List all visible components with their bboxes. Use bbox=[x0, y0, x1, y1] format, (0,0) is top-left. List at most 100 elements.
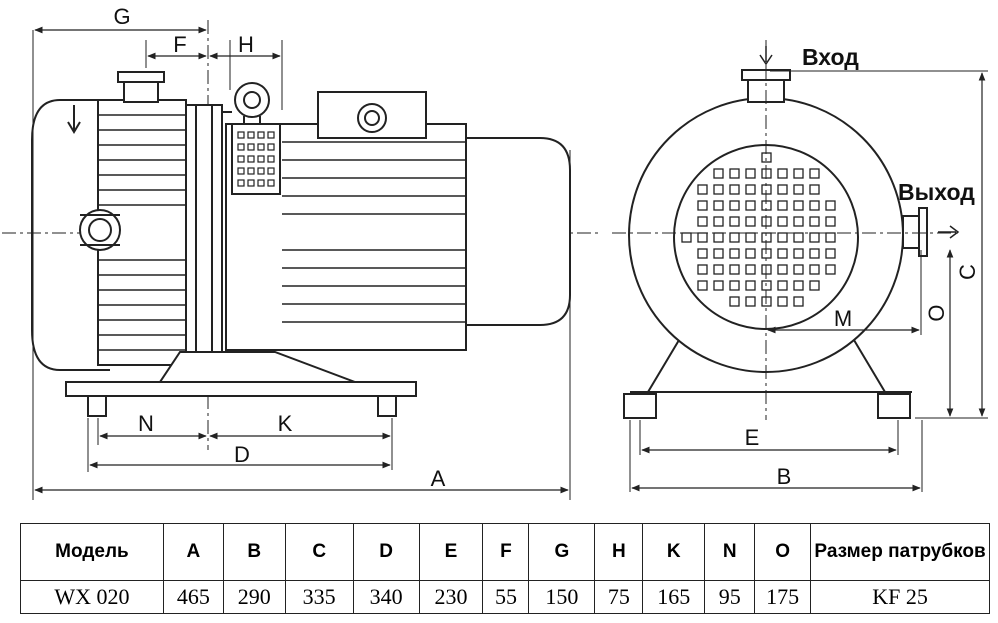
label-d: D bbox=[234, 442, 250, 467]
label-a: A bbox=[431, 466, 446, 491]
grill-hole bbox=[777, 248, 788, 259]
outlet-flange-front bbox=[902, 215, 920, 249]
grill-hole bbox=[745, 184, 756, 195]
grill-hole bbox=[697, 264, 708, 275]
header-port-size: Размер патрубков bbox=[810, 523, 990, 581]
grill-hole bbox=[697, 184, 708, 195]
side-port bbox=[79, 209, 121, 251]
housing-fins bbox=[98, 114, 186, 351]
side-view bbox=[2, 20, 600, 500]
grill-hole bbox=[697, 232, 708, 243]
front-foot-right bbox=[877, 393, 911, 419]
front-view bbox=[612, 40, 988, 492]
pump-drawing: G F H N K D A bbox=[2, 4, 988, 500]
table-row: WX 020 465 290 335 340 230 55 150 75 165… bbox=[20, 580, 990, 614]
cell-model: WX 020 bbox=[20, 580, 164, 614]
cell-f: 55 bbox=[482, 580, 530, 614]
header-e: E bbox=[418, 523, 484, 581]
front-foot-left bbox=[623, 393, 657, 419]
fan-grill-grid bbox=[681, 152, 836, 307]
grill-hole bbox=[777, 280, 788, 291]
grill-hole bbox=[729, 200, 740, 211]
grill-hole bbox=[809, 280, 820, 291]
grill-hole bbox=[793, 200, 804, 211]
cell-n: 95 bbox=[704, 580, 756, 614]
grill-hole bbox=[809, 200, 820, 211]
lifting-eye bbox=[234, 82, 270, 118]
fan-cover bbox=[465, 137, 571, 326]
header-g: G bbox=[528, 523, 596, 581]
grill-hole bbox=[777, 184, 788, 195]
cell-c: 335 bbox=[284, 580, 354, 614]
grill-hole bbox=[793, 184, 804, 195]
grill-hole bbox=[729, 280, 740, 291]
header-d: D bbox=[352, 523, 420, 581]
terminal-panel bbox=[231, 123, 281, 195]
cell-a: 465 bbox=[162, 580, 224, 614]
header-f: F bbox=[482, 523, 530, 581]
grill-hole bbox=[793, 248, 804, 259]
grill-hole bbox=[697, 248, 708, 259]
grill-hole bbox=[697, 280, 708, 291]
grill-hole bbox=[729, 296, 740, 307]
grill-hole bbox=[825, 248, 836, 259]
grill-hole bbox=[713, 280, 724, 291]
grill-hole bbox=[745, 296, 756, 307]
label-e: E bbox=[745, 425, 760, 450]
grill-hole bbox=[777, 296, 788, 307]
grill-hole bbox=[697, 216, 708, 227]
header-a: A bbox=[162, 523, 224, 581]
cell-e: 230 bbox=[418, 580, 484, 614]
inlet-flange-side bbox=[117, 71, 165, 83]
grill-hole bbox=[745, 168, 756, 179]
label-g: G bbox=[113, 4, 130, 29]
cell-h: 75 bbox=[594, 580, 644, 614]
label-h: H bbox=[238, 32, 254, 57]
cell-o: 175 bbox=[754, 580, 812, 614]
grill-hole bbox=[713, 248, 724, 259]
label-k: K bbox=[278, 411, 293, 436]
label-o: O bbox=[924, 304, 949, 321]
grill-hole bbox=[697, 200, 708, 211]
grill-hole bbox=[793, 296, 804, 307]
grill-hole bbox=[809, 248, 820, 259]
header-h: H bbox=[594, 523, 644, 581]
grill-hole bbox=[729, 264, 740, 275]
grill-hole bbox=[713, 264, 724, 275]
grill-hole bbox=[825, 200, 836, 211]
grill-hole bbox=[745, 280, 756, 291]
cell-d: 340 bbox=[352, 580, 420, 614]
grill-hole bbox=[825, 216, 836, 227]
outlet-arrow-icon bbox=[938, 225, 960, 239]
cell-k: 165 bbox=[642, 580, 706, 614]
grill-hole bbox=[729, 232, 740, 243]
header-n: N bbox=[704, 523, 756, 581]
label-f: F bbox=[173, 32, 186, 57]
motor-fins bbox=[282, 141, 466, 323]
header-k: K bbox=[642, 523, 706, 581]
label-c: C bbox=[955, 264, 980, 280]
label-b: B bbox=[777, 464, 792, 489]
grill-hole bbox=[729, 216, 740, 227]
grill-hole bbox=[777, 216, 788, 227]
grill-hole bbox=[793, 168, 804, 179]
grill-hole bbox=[713, 184, 724, 195]
header-b: B bbox=[222, 523, 286, 581]
grill-hole bbox=[745, 216, 756, 227]
grill-hole bbox=[777, 200, 788, 211]
cell-b: 290 bbox=[222, 580, 286, 614]
grill-hole bbox=[777, 264, 788, 275]
grill-hole bbox=[793, 280, 804, 291]
coupling bbox=[185, 104, 223, 361]
cell-port-size: KF 25 bbox=[810, 580, 990, 614]
pump-support bbox=[158, 351, 356, 383]
grill-hole bbox=[729, 184, 740, 195]
outlet-label: Выход bbox=[898, 179, 975, 205]
table-header-row: Модель A B C D E F G H K N O Размер патр… bbox=[20, 523, 990, 581]
grill-hole bbox=[713, 216, 724, 227]
label-m: M bbox=[834, 306, 852, 331]
pump-housing bbox=[31, 99, 110, 371]
grill-hole bbox=[729, 248, 740, 259]
grill-hole bbox=[809, 168, 820, 179]
grill-hole bbox=[745, 200, 756, 211]
